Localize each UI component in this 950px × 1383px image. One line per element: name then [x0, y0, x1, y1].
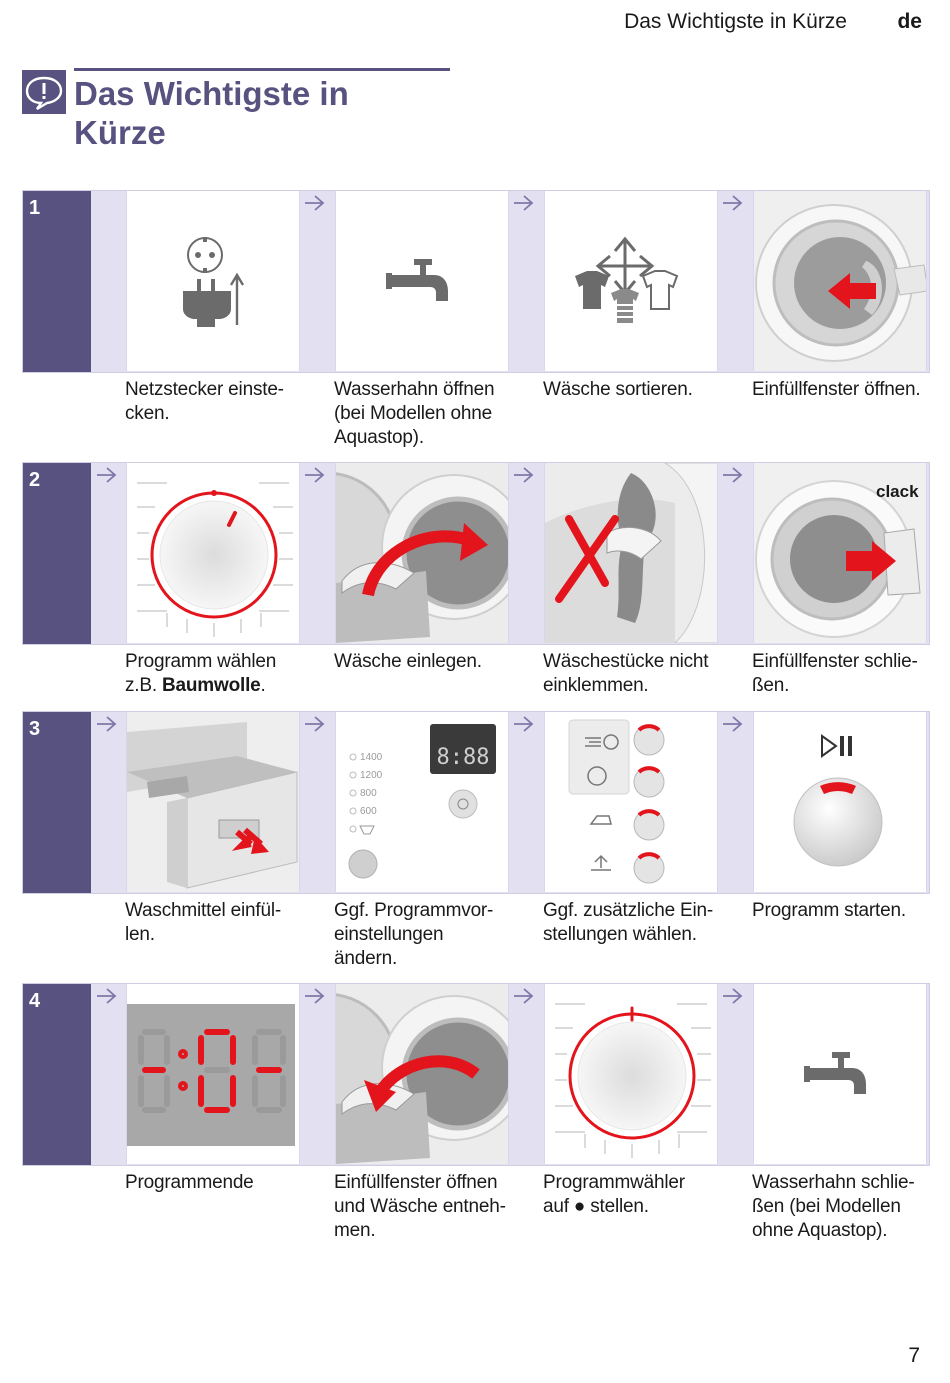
illustration-close-door: clack	[753, 463, 927, 643]
caption-step-2-4: Einfüllfenster schlie-ßen.	[752, 651, 918, 696]
caption-step-3-4: Programm starten.	[752, 900, 906, 921]
next-step-arrow-icon	[723, 195, 743, 211]
illustration-unload-laundry	[335, 984, 509, 1164]
tap-icon	[386, 259, 448, 301]
spin-speed-1200: 1200	[360, 770, 383, 781]
step-number-column: 1	[23, 191, 91, 372]
step-row-2: 2	[22, 462, 930, 645]
step-number: 3	[29, 718, 41, 740]
end-display	[127, 1004, 295, 1146]
illustration-program-dial	[126, 463, 300, 643]
spin-speed-1400: 1400	[360, 752, 383, 763]
start-pause-button-icon	[793, 734, 883, 867]
illustration-start-program	[753, 712, 927, 892]
title-rule	[74, 68, 450, 71]
next-step-arrow-icon	[514, 716, 534, 732]
illustration-open-door	[753, 191, 927, 371]
illustration-additional-options	[544, 712, 718, 892]
running-title: Das Wichtigste in Kürze	[624, 10, 847, 33]
step-number: 2	[29, 469, 41, 491]
caption-step-1-4: Einfüllfenster öffnen.	[752, 379, 921, 400]
illustration-close-tap	[753, 984, 927, 1164]
step-row-1: 1	[22, 190, 930, 373]
caption-step-1-1: Netzstecker einste-cken.	[125, 379, 284, 424]
illustration-no-trapped-laundry	[544, 463, 718, 643]
step-number: 4	[29, 990, 41, 1012]
illustration-open-tap	[335, 191, 509, 371]
next-step-arrow-icon	[305, 467, 325, 483]
page-number: 7	[908, 1344, 920, 1367]
next-step-arrow-icon	[305, 988, 325, 1004]
next-step-arrow-icon	[723, 988, 743, 1004]
illustration-dial-off	[544, 984, 718, 1164]
next-step-arrow-icon	[97, 467, 117, 483]
next-step-arrow-icon	[723, 467, 743, 483]
spin-speed-800: 800	[360, 788, 377, 799]
illustration-sort-laundry	[544, 191, 718, 371]
laundry-sort-icon	[575, 236, 679, 323]
language-code: de	[897, 10, 922, 33]
page-title-line-2: Kürze	[74, 114, 166, 151]
speech-bubble-info-icon	[22, 70, 66, 114]
step-row-4: 4	[22, 983, 930, 1166]
next-step-arrow-icon	[514, 195, 534, 211]
caption-step-4-1: Programmende	[125, 1172, 254, 1193]
control-panel-presets: 8:88 1400 1200 800 600	[348, 724, 496, 879]
next-step-arrow-icon	[305, 716, 325, 732]
step-number-column: 3	[23, 712, 91, 893]
tap-icon	[804, 1052, 866, 1094]
next-step-arrow-icon	[97, 988, 117, 1004]
next-step-arrow-icon	[514, 988, 534, 1004]
illustration-plug-in	[126, 191, 300, 371]
program-dial-icon	[137, 482, 293, 637]
next-step-arrow-icon	[97, 716, 117, 732]
play-pause-icon	[821, 734, 852, 758]
display-digits: 8:88	[437, 745, 490, 770]
illustration-load-laundry	[335, 463, 509, 643]
illustration-program-end-display	[126, 984, 300, 1164]
program-name: Baumwolle	[162, 675, 261, 696]
caption-step-3-3: Ggf. zusätzliche Ein-stellungen wählen.	[543, 900, 714, 945]
step-number-column: 4	[23, 984, 91, 1165]
step-number-column: 2	[23, 463, 91, 644]
illustration-detergent-drawer	[126, 712, 300, 892]
plug-icon	[183, 237, 245, 327]
page-title-line-1: Das Wichtigste in	[74, 75, 349, 112]
clack-label: clack	[876, 482, 919, 501]
step-number: 1	[29, 197, 41, 219]
caption-step-3-1: Waschmittel einfül-len.	[125, 900, 281, 945]
next-step-arrow-icon	[305, 195, 325, 211]
control-panel-options	[568, 719, 665, 884]
illustration-program-presets: 8:88 1400 1200 800 600	[335, 712, 509, 892]
program-dial-icon	[555, 1003, 711, 1158]
page-title: Das Wichtigste in Kürze	[74, 74, 454, 152]
caption-step-1-3: Wäsche sortieren.	[543, 379, 693, 400]
caption-step-2-2: Wäsche einlegen.	[334, 651, 482, 672]
step-row-3: 3 8:88 1400 1200	[22, 711, 930, 894]
next-step-arrow-icon	[514, 467, 534, 483]
running-header: Das Wichtigste in Kürze de	[0, 8, 950, 36]
spin-speed-600: 600	[360, 806, 377, 817]
next-step-arrow-icon	[723, 716, 743, 732]
